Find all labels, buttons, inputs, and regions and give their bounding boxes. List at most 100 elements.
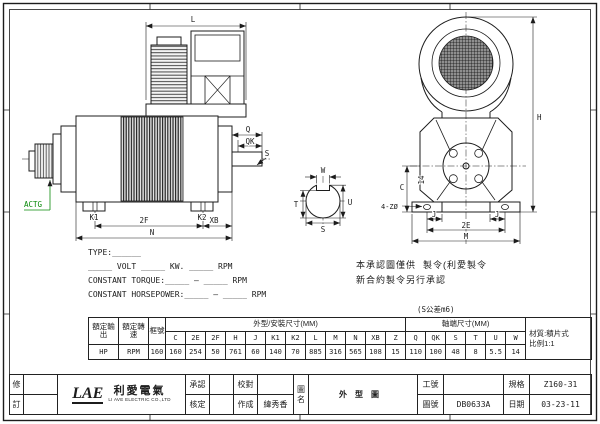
date-label: 日期 [503, 394, 530, 415]
verify-label: 核定 [185, 394, 210, 415]
value-k2: 70 [285, 344, 306, 360]
value-z: 15 [384, 344, 407, 360]
dim-label-s-side: S [265, 149, 270, 158]
col-c: C [165, 331, 186, 345]
drawing-name: 外型圖 [308, 374, 418, 415]
spec-value: Z160-31 [529, 374, 592, 395]
scale-text: 比例1:1 [529, 338, 555, 348]
side-view-dimensions [24, 22, 267, 241]
blower-inlet-grille [438, 35, 494, 91]
work-no-value [443, 374, 504, 395]
tachometer-body [34, 143, 54, 179]
value-qk: 100 [425, 344, 447, 360]
dim-label-j-left: J [432, 210, 437, 219]
col-m: M [325, 331, 346, 345]
type-line: TYPE:______ [88, 248, 141, 257]
col-xb: XB [365, 331, 386, 345]
blower-housing [418, 16, 514, 112]
check-label: 校對 [233, 374, 258, 395]
col-k1: K1 [265, 331, 286, 345]
value-output-unit: HP [88, 344, 119, 360]
value-frame: 160 [148, 344, 166, 360]
value-h: 761 [225, 344, 246, 360]
header-mounting-dims: 外型/安裝尺寸(MM) [164, 317, 407, 332]
value-q: 110 [405, 344, 427, 360]
hub-circle [442, 142, 490, 190]
company-name-en: LI AVE ELECTRIC CO.,LTD [108, 397, 171, 402]
side-view [22, 30, 270, 212]
value-m: 316 [325, 344, 346, 360]
dim-label-q: Q [246, 125, 251, 134]
dim-label-u: U [348, 198, 353, 207]
value-l: 885 [305, 344, 326, 360]
company-name-cn: 利愛電氣 [113, 385, 166, 397]
dim-label-s-end: S [321, 225, 326, 234]
table-row: HP RPM 160 160 254 50 761 60 140 70 885 … [88, 344, 592, 360]
fan-motor-cap [156, 36, 182, 46]
drawing-no-label: 圖號 [417, 394, 444, 415]
value-xb: 108 [365, 344, 386, 360]
value-2e: 254 [185, 344, 206, 360]
label-k2: K2 [197, 213, 206, 222]
dim-label-l: L [191, 15, 196, 24]
approval-note-line-2: 新合約製令另行承認 [356, 275, 447, 285]
keyway [316, 184, 330, 191]
dim-label-t: T [294, 200, 299, 209]
constant-horsepower-line: CONSTANT HORSEPOWER:_____ — _____ RPM [88, 290, 267, 299]
right-end-bracket [217, 125, 233, 193]
header-frame-no: 框號 [148, 317, 166, 345]
dim-label-j-right: J [495, 210, 500, 219]
value-c: 160 [165, 344, 186, 360]
blower-base-plate [145, 103, 247, 118]
make-label: 作成 [233, 394, 258, 415]
label-actg: ACTG [24, 200, 43, 209]
value-k1: 140 [265, 344, 286, 360]
dim-label-2e: 2E [461, 221, 471, 230]
dim-label-14: 14 [417, 175, 426, 185]
col-q: Q [405, 331, 427, 345]
col-w: W [505, 331, 527, 345]
col-t: T [465, 331, 487, 345]
date-value: 03-23-11 [529, 394, 592, 415]
dimension-table: 額定輸出 額定轉速 框號 外型/安裝尺寸(MM) 軸端尺寸(MM) 材質:積片式… [88, 317, 593, 360]
col-n: N [345, 331, 366, 345]
col-s: S [445, 331, 467, 345]
value-2f: 50 [205, 344, 226, 360]
col-2e: 2E [185, 331, 206, 345]
col-h: H [225, 331, 246, 345]
constant-torque-line: CONSTANT TORQUE:_____ — _____ RPM [88, 276, 247, 285]
revision-label-bottom: 訂 [9, 394, 24, 415]
fan-motor-fins [150, 44, 188, 105]
shaft-extension [231, 151, 263, 167]
dim-label-m: M [464, 232, 469, 241]
col-j: J [245, 331, 266, 345]
front-view-dimensions [401, 16, 537, 244]
approve-label: 承認 [185, 374, 210, 395]
spec-label: 規格 [503, 374, 530, 395]
value-s: 48 [445, 344, 467, 360]
approval-note-line-1: 本承認圖僅供 製令(利愛製令 [356, 260, 487, 270]
material-cell: 材質:積片式 比例1:1 [525, 317, 593, 360]
foot-left [82, 201, 106, 212]
dim-label-qk: QK [245, 137, 255, 146]
shaft-end-view [300, 176, 346, 228]
header-rated-output: 額定輸出 [88, 317, 119, 345]
tachometer-cap [28, 150, 36, 172]
maker-name: 緯秀香 [257, 394, 294, 415]
dim-label-xb: XB [209, 216, 219, 225]
col-k2: K2 [285, 331, 306, 345]
drawing-name-label: 圖名 [293, 374, 309, 415]
verify-value [209, 394, 234, 415]
left-end-bracket [60, 125, 77, 193]
dim-label-c: C [400, 183, 405, 192]
front-view [410, 12, 526, 246]
revision-entry-top [23, 374, 58, 395]
stator-fin-block [120, 116, 184, 202]
tolerance-note: (S公差m6) [417, 305, 455, 314]
label-k1: K1 [89, 213, 98, 222]
approve-value [209, 374, 234, 395]
value-j: 60 [245, 344, 266, 360]
col-qk: QK [425, 331, 447, 345]
